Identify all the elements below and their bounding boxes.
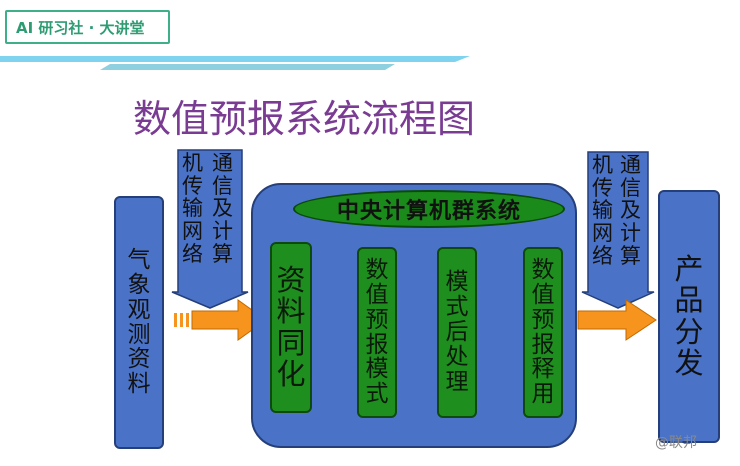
stage-data-assimilation: 资料同化: [270, 242, 312, 413]
right-callout-shape: [581, 151, 655, 309]
left-callout-col1: 通信及计算: [212, 151, 233, 266]
product-distribution-box: 产品分发: [658, 190, 720, 443]
header-stripe: [0, 56, 470, 70]
cluster-label-ellipse: 中央计算机群系统: [293, 190, 565, 228]
slide-title: 数值预报系统流程图: [133, 97, 476, 141]
output-arrow: [566, 299, 657, 341]
watermark: @联邦: [655, 435, 697, 451]
stage-nwp-model: 数值预报模式: [357, 247, 397, 418]
left-callout-shape: [171, 149, 249, 309]
left-callout-col2: 机传输网络: [182, 151, 203, 266]
right-callout-col1: 通信及计算: [620, 153, 641, 268]
right-callout-col2: 机传输网络: [592, 153, 613, 268]
header-badge: AI 研习社 · 大讲堂: [5, 10, 170, 44]
observation-data-box: 气象观测资料: [114, 196, 164, 449]
stage-nwp-interpretation: 数值预报释用: [523, 247, 563, 418]
stage-post-processing: 模式后处理: [437, 247, 477, 418]
